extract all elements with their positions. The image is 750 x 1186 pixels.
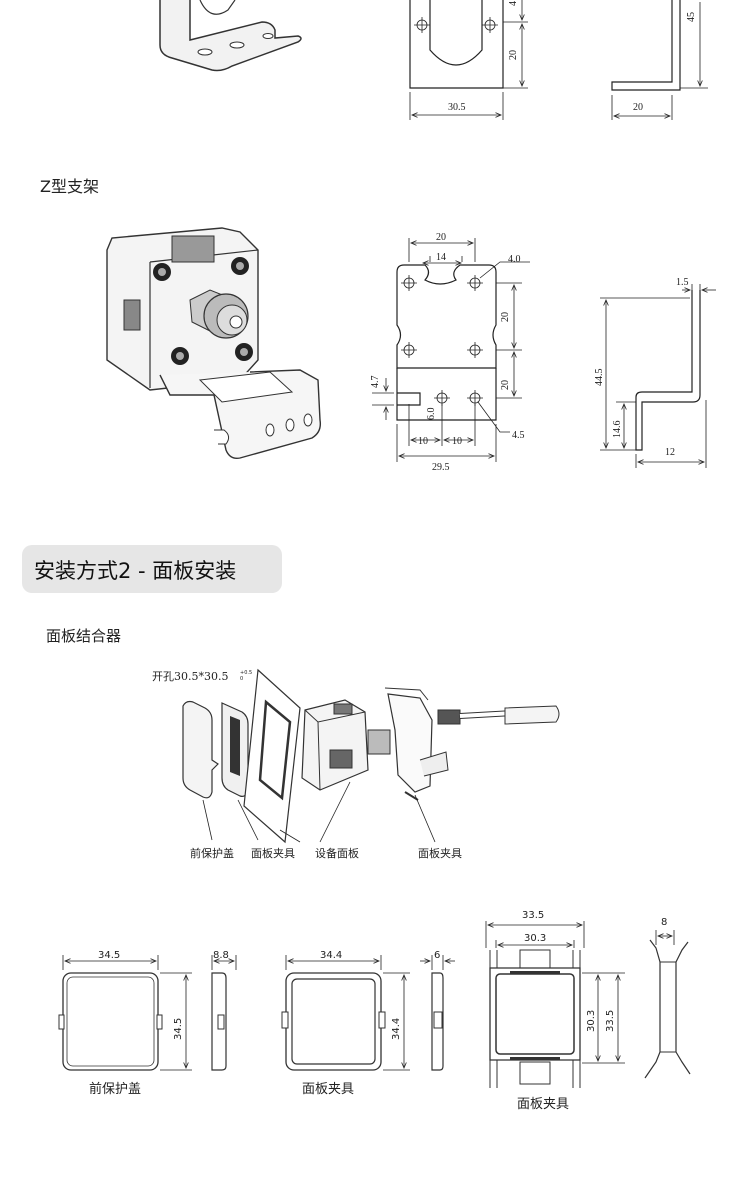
panel-combiner-title: 面板结合器 <box>46 627 122 645</box>
svg-text:44.5: 44.5 <box>594 369 605 387</box>
svg-text:10: 10 <box>418 436 428 447</box>
svg-text:4.7: 4.7 <box>370 376 381 389</box>
svg-text:10: 10 <box>452 436 462 447</box>
svg-text:34.4: 34.4 <box>320 950 342 961</box>
svg-text:+0.5: +0.5 <box>240 670 252 676</box>
svg-text:29.5: 29.5 <box>432 462 450 473</box>
svg-text:33.5: 33.5 <box>605 1010 616 1032</box>
panel-clamp-drawing <box>281 955 455 1071</box>
svg-text:8: 8 <box>661 917 667 928</box>
svg-text:34.4: 34.4 <box>391 1018 402 1040</box>
front-cover-drawing <box>58 955 237 1071</box>
z-bracket-side-drawing <box>600 284 716 468</box>
z-bracket-title: Z型支架 <box>40 177 99 196</box>
svg-text:4.0: 4.0 <box>508 254 521 265</box>
z-bracket-photo <box>106 227 322 460</box>
svg-text:面板夹具: 面板夹具 <box>251 846 295 860</box>
l-bracket-photo <box>159 0 302 72</box>
panel-holder-drawing <box>485 921 625 1088</box>
svg-text:20: 20 <box>508 50 519 60</box>
svg-text:20: 20 <box>436 232 446 243</box>
svg-text:30.3: 30.3 <box>524 933 546 944</box>
svg-text:4: 4 <box>508 1 519 6</box>
svg-text:6: 6 <box>434 950 440 961</box>
l-bracket-side-drawing <box>611 0 708 120</box>
svg-text:20: 20 <box>500 380 511 390</box>
svg-text:面板夹具: 面板夹具 <box>302 1082 354 1097</box>
svg-text:6.0: 6.0 <box>426 408 437 421</box>
svg-text:14: 14 <box>436 252 446 263</box>
svg-text:30.5: 30.5 <box>448 102 466 113</box>
z-bracket-front-drawing <box>372 238 530 462</box>
svg-text:开孔30.5*30.5: 开孔30.5*30.5 <box>152 670 228 683</box>
svg-text:8.8: 8.8 <box>213 950 229 961</box>
svg-text:33.5: 33.5 <box>522 910 544 921</box>
svg-text:1.5: 1.5 <box>676 277 689 288</box>
svg-text:4.5: 4.5 <box>512 430 525 441</box>
svg-text:面板夹具: 面板夹具 <box>418 846 462 860</box>
svg-text:设备面板: 设备面板 <box>315 846 359 860</box>
l-bracket-front-drawing <box>409 0 528 120</box>
svg-text:前保护盖: 前保护盖 <box>89 1081 141 1097</box>
exploded-panel-mount-view <box>182 668 560 844</box>
svg-text:20: 20 <box>500 312 511 322</box>
svg-text:45: 45 <box>686 12 697 22</box>
install-method-title: 安装方式2 - 面板安装 <box>34 559 237 583</box>
svg-text:14.6: 14.6 <box>612 421 623 439</box>
svg-text:0: 0 <box>240 676 243 682</box>
svg-text:面板夹具: 面板夹具 <box>517 1097 569 1112</box>
svg-text:30.3: 30.3 <box>586 1010 597 1032</box>
svg-text:20: 20 <box>633 102 643 113</box>
svg-text:前保护盖: 前保护盖 <box>190 846 234 860</box>
svg-text:12: 12 <box>665 447 675 458</box>
svg-text:34.5: 34.5 <box>173 1018 184 1040</box>
install-method-banner: 安装方式2 - 面板安装 <box>22 545 282 593</box>
svg-text:34.5: 34.5 <box>98 950 120 961</box>
panel-holder-side-drawing <box>644 930 691 1079</box>
